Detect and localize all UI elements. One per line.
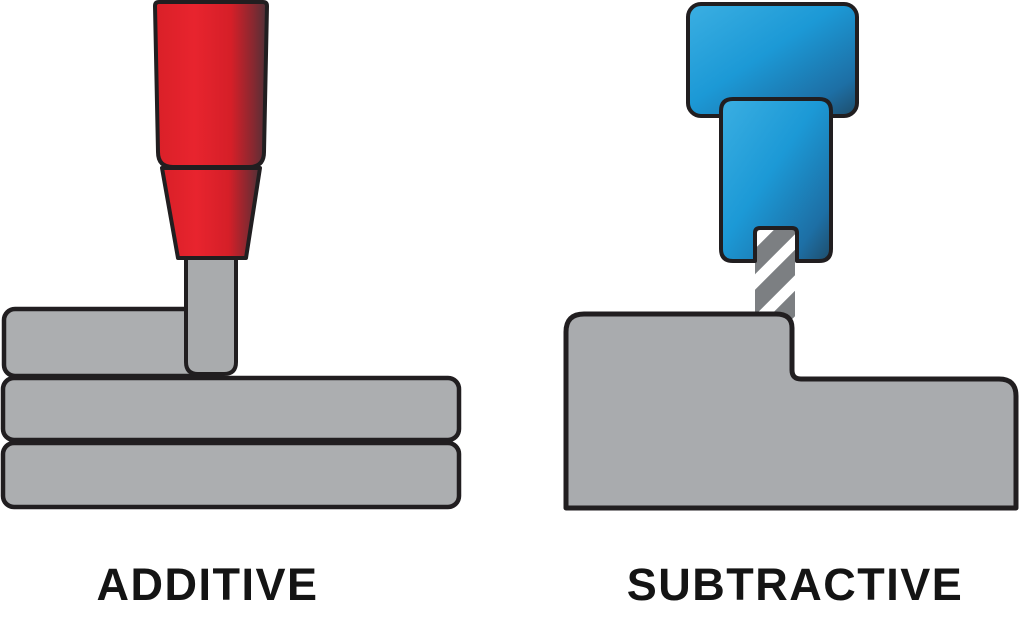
drill-bit [755, 228, 795, 327]
extruder-nozzle-tip [184, 250, 238, 376]
subtractive-panel [563, 2, 1019, 511]
manufacturing-diagram [0, 0, 1019, 511]
milling-tool [686, 2, 859, 327]
extruder-tool [153, 0, 269, 376]
spindle-collet [719, 97, 833, 263]
drill-bit-flutes [755, 228, 795, 327]
extruder-cone [160, 166, 262, 260]
subtractive-label: SUBTRACTIVE [626, 559, 964, 610]
extruder-body [153, 0, 269, 169]
additive-panel [0, 0, 462, 510]
printed-layers [0, 306, 462, 510]
workpiece-block [563, 311, 1019, 511]
printed-layer-middle [0, 375, 462, 443]
additive-label: ADDITIVE [96, 559, 319, 610]
printed-layer-bottom [0, 440, 462, 510]
